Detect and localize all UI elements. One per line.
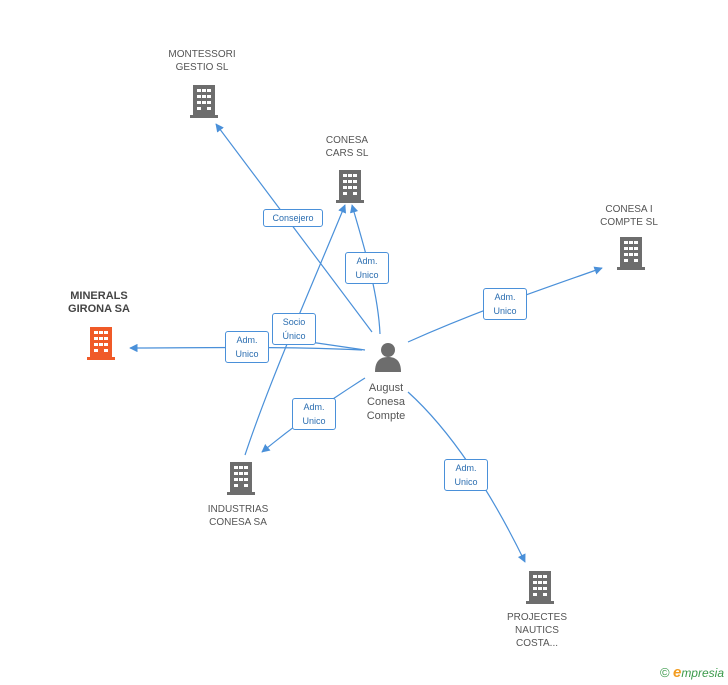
edge-label-socio[interactable]: Socio Único: [272, 313, 316, 345]
node-label-conesa-cars[interactable]: CONESA CARS SL: [325, 135, 369, 159]
node-label-industrias[interactable]: INDUSTRIAS CONESA SA: [207, 504, 269, 528]
building-icon-conesa-compte[interactable]: [617, 237, 645, 270]
edge-label-consejero[interactable]: Consejero: [263, 209, 323, 227]
brand-name: mpresia: [681, 666, 724, 680]
edge-consejero: [215, 123, 373, 333]
copyright-symbol: ©: [660, 665, 670, 680]
building-icon-minerals[interactable]: [87, 327, 115, 360]
brand-e: e: [672, 664, 682, 681]
edge-label-adm-projectes[interactable]: Adm. Unico: [444, 459, 488, 491]
building-icon-montessori[interactable]: [190, 85, 218, 118]
person-label[interactable]: August Conesa Compte: [366, 382, 406, 422]
node-label-minerals[interactable]: MINERALS GIRONA SA: [68, 290, 130, 315]
edge-label-adm-minerals[interactable]: Adm. Unico: [225, 331, 269, 363]
edge-label-adm-industrias[interactable]: Adm. Unico: [292, 398, 336, 430]
edge-label-adm-cars[interactable]: Adm. Unico: [345, 252, 389, 284]
empresia-logo[interactable]: © empresia: [660, 664, 724, 681]
building-icon-conesa-cars[interactable]: [336, 170, 364, 203]
node-label-conesa-compte[interactable]: CONESA I COMPTE SL: [600, 204, 658, 228]
node-label-montessori[interactable]: MONTESSORI GESTIO SL: [168, 49, 236, 73]
person-icon[interactable]: [375, 343, 401, 372]
edge-label-adm-compte[interactable]: Adm. Unico: [483, 288, 527, 320]
building-icon-projectes[interactable]: [526, 571, 554, 604]
node-label-projectes[interactable]: PROJECTES NAUTICS COSTA...: [506, 612, 567, 649]
building-icon-industrias[interactable]: [227, 462, 255, 495]
edge-socio-person: [309, 341, 366, 351]
